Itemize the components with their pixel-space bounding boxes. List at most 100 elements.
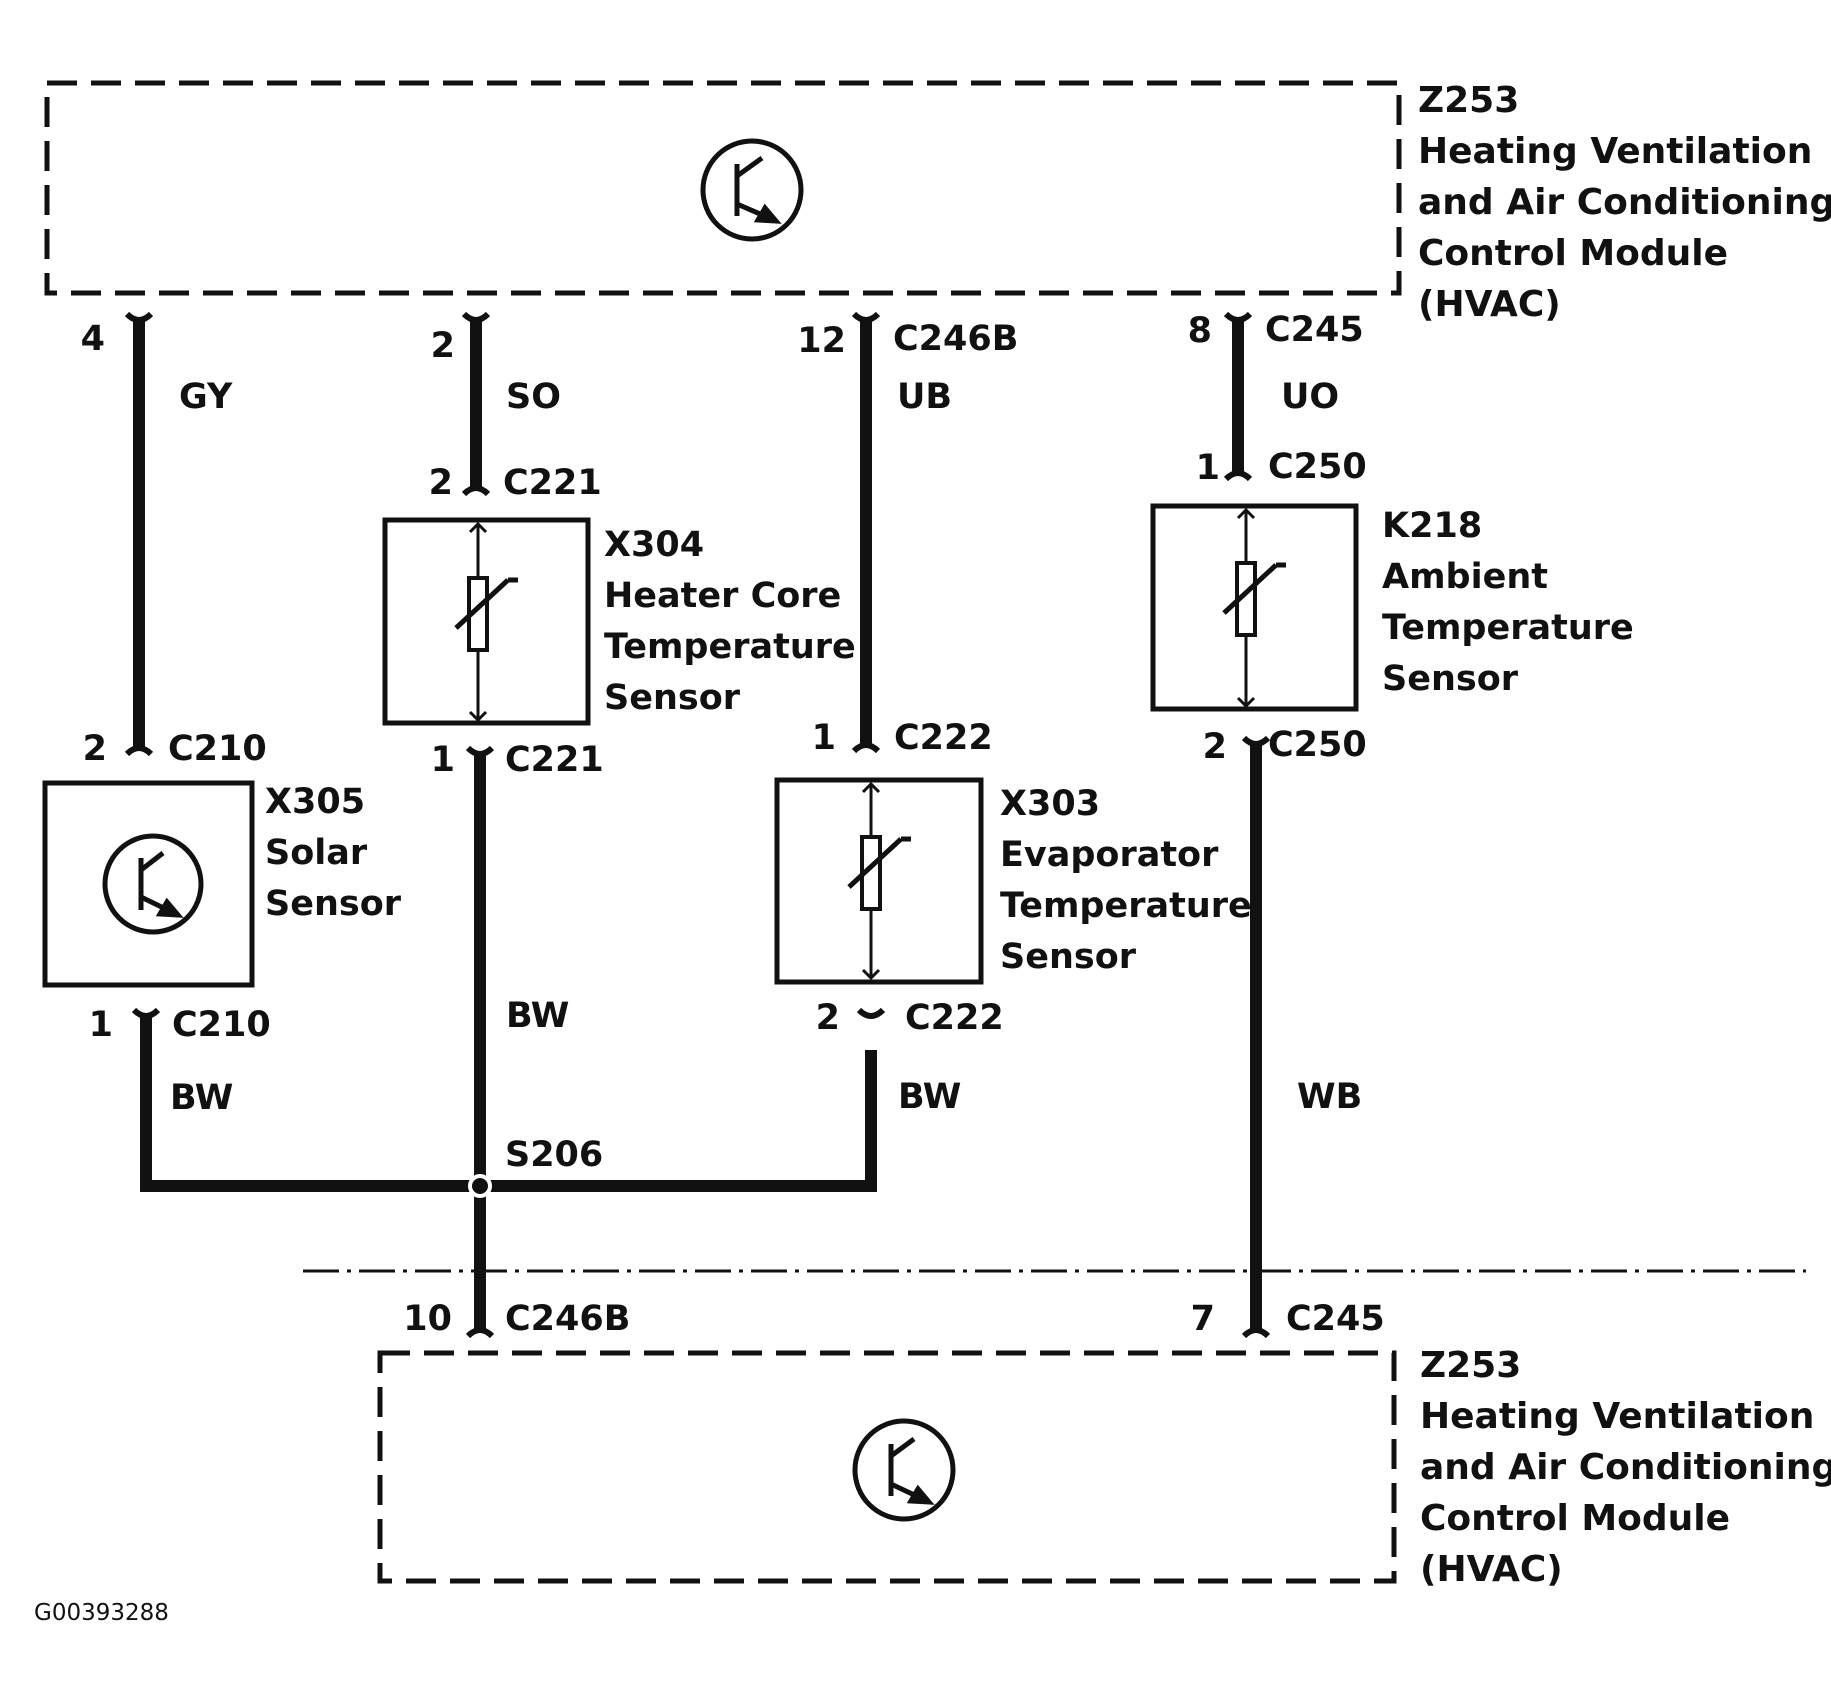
wire-color-bw-x304: BW	[506, 996, 569, 1036]
terminal-gy-top	[124, 311, 154, 323]
k218-id: K218	[1382, 506, 1482, 546]
connector-x304-top: C221	[503, 463, 602, 503]
thermistor-icon	[1222, 507, 1286, 709]
connector-hvac-bottom-left: C246B	[505, 1299, 630, 1339]
pin-x304-bottom: 1	[431, 740, 455, 780]
wire-color-uo: UO	[1281, 377, 1339, 417]
terminal-hvac-bottom-left	[465, 1327, 495, 1339]
terminal-uo-top	[1223, 311, 1253, 323]
connector-k218-top: C250	[1268, 447, 1367, 487]
terminal-x303-bottom	[856, 1007, 886, 1019]
terminal-k218-top	[1223, 470, 1253, 482]
hvac-module-bottom-boundary	[377, 1350, 1397, 1584]
connector-terminals	[124, 311, 1271, 1339]
x305-id: X305	[265, 782, 365, 822]
splice-s206-dot	[468, 1174, 492, 1198]
connector-x303-bottom: C222	[905, 998, 1004, 1038]
connector-ids: C246B C245 C221 C250 C210 C221 C222 C250…	[168, 310, 1385, 1339]
connector-ub-top: C246B	[893, 319, 1018, 359]
hvac-module-bottom-name-line-3: Control Module	[1420, 1498, 1730, 1539]
pin-gy-top: 4	[81, 319, 105, 359]
hvac-module-top-name-line-1: Heating Ventilation	[1418, 131, 1812, 172]
connector-x305-bottom: C210	[172, 1005, 271, 1045]
pin-uo-top: 8	[1188, 311, 1212, 351]
pin-hvac-bottom-left: 10	[403, 1299, 452, 1339]
hvac-module-top-name-line-2: and Air Conditioning	[1418, 182, 1831, 223]
wire-bw-x305	[140, 1015, 480, 1192]
pin-x303-top: 1	[812, 718, 836, 758]
hvac-module-bottom-name-line-4: (HVAC)	[1420, 1549, 1563, 1590]
pin-numbers: 4 2 12 8 2 1 2 1 1 2 1 2 10 7	[81, 311, 1227, 1339]
wire-colors: GY SO UB UO BW BW BW WB	[170, 377, 1362, 1118]
k218-name-line-2: Temperature	[1382, 608, 1634, 648]
x303-name-line-2: Temperature	[1000, 886, 1252, 926]
x304-heater-core-sensor	[382, 517, 591, 726]
x303-name-line-3: Sensor	[1000, 937, 1137, 977]
hvac-module-bottom-label: Z253 Heating Ventilation and Air Conditi…	[1420, 1345, 1831, 1590]
hvac-module-bottom-id: Z253	[1420, 1345, 1521, 1386]
wire-color-so: SO	[506, 377, 561, 417]
terminal-k218-bottom	[1241, 735, 1271, 747]
connector-x305-top: C210	[168, 729, 267, 769]
x304-id: X304	[604, 525, 704, 565]
wire-color-bw-x305: BW	[170, 1078, 233, 1118]
thermistor-icon	[847, 781, 911, 981]
k218-name-line-3: Sensor	[1382, 659, 1519, 699]
wire-bw-x303	[480, 1050, 877, 1192]
connector-x303-top: C222	[894, 718, 993, 758]
terminal-x303-top	[851, 742, 881, 754]
pin-x304-top: 2	[429, 463, 453, 503]
connector-k218-bottom: C250	[1268, 725, 1367, 765]
pin-x305-bottom: 1	[89, 1005, 113, 1045]
x304-label: X304 Heater Core Temperature Sensor	[604, 525, 856, 718]
figure-id: G00393288	[34, 1600, 169, 1626]
x305-solar-sensor	[42, 780, 255, 988]
x303-evaporator-temperature-sensor	[774, 777, 984, 985]
solar-sensor-transistor-icon	[102, 833, 204, 935]
hvac-module-bottom-transistor-icon	[852, 1418, 956, 1522]
x303-name-line-1: Evaporator	[1000, 835, 1219, 875]
terminal-hvac-bottom-right	[1241, 1327, 1271, 1339]
splice-s206-label: S206	[505, 1135, 603, 1175]
terminal-so-top	[461, 311, 491, 323]
hvac-module-top-label: Z253 Heating Ventilation and Air Conditi…	[1418, 80, 1831, 325]
hvac-module-bottom-name-line-2: and Air Conditioning	[1420, 1447, 1831, 1488]
k218-name-line-1: Ambient	[1382, 557, 1548, 597]
x305-name-line-2: Sensor	[265, 884, 402, 924]
wire-color-gy: GY	[179, 377, 233, 417]
x305-name-line-1: Solar	[265, 833, 368, 873]
hvac-module-bottom-name-line-1: Heating Ventilation	[1420, 1396, 1814, 1437]
pin-ub-top: 12	[797, 321, 846, 361]
hvac-module-top-name-line-3: Control Module	[1418, 233, 1728, 274]
pin-x303-bottom: 2	[816, 998, 840, 1038]
terminal-ub-top	[851, 311, 881, 323]
wire-color-ub: UB	[897, 377, 952, 417]
terminal-x304-top	[461, 485, 491, 497]
connector-uo-top: C245	[1265, 310, 1364, 350]
pin-so-top: 2	[431, 326, 455, 366]
x304-name-line-2: Temperature	[604, 627, 856, 667]
wire-color-bw-x303: BW	[898, 1077, 961, 1117]
terminal-x305-top	[124, 745, 154, 757]
pin-x305-top: 2	[83, 729, 107, 769]
terminal-x305-bottom	[131, 1007, 161, 1019]
hvac-module-top-boundary	[44, 80, 1402, 296]
pin-hvac-bottom-right: 7	[1191, 1299, 1215, 1339]
connector-x304-bottom: C221	[505, 740, 604, 780]
connector-hvac-bottom-right: C245	[1286, 1299, 1385, 1339]
x304-name-line-1: Heater Core	[604, 576, 841, 616]
thermistor-icon	[454, 521, 518, 723]
pin-k218-bottom: 2	[1203, 727, 1227, 767]
terminal-x304-bottom	[465, 745, 495, 757]
pin-k218-top: 1	[1196, 448, 1220, 488]
x303-id: X303	[1000, 784, 1100, 824]
hvac-module-top-transistor-icon	[700, 138, 804, 242]
hvac-module-top-id: Z253	[1418, 80, 1519, 121]
hvac-module-top-name-line-4: (HVAC)	[1418, 284, 1561, 325]
wire-color-wb: WB	[1297, 1077, 1362, 1117]
x304-name-line-3: Sensor	[604, 678, 741, 718]
x305-label: X305 Solar Sensor	[265, 782, 402, 924]
k218-label: K218 Ambient Temperature Sensor	[1382, 506, 1634, 699]
